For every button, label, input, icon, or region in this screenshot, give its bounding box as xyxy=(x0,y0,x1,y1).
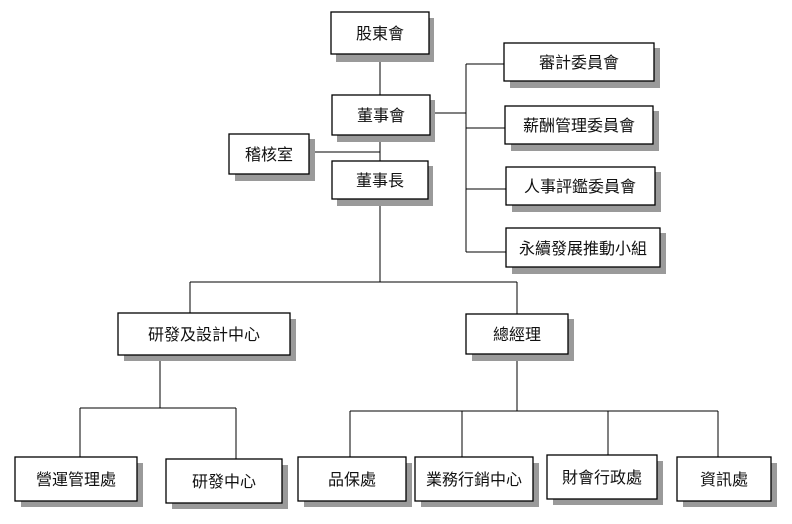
sales-marketing-center-label: 業務行銷中心 xyxy=(426,470,522,489)
rd-center-box: 研發中心 xyxy=(165,458,288,509)
audit-office-box: 稽核室 xyxy=(228,133,315,181)
board-of-directors-label: 董事會 xyxy=(357,106,405,125)
shareholders-meeting-label: 股東會 xyxy=(356,24,404,43)
board-of-directors-box: 董事會 xyxy=(331,94,435,142)
committee-label-3: 人事評鑑委員會 xyxy=(524,177,636,196)
audit-office-label: 稽核室 xyxy=(245,145,293,164)
committee-box-4: 永續發展推動小組 xyxy=(505,227,666,274)
general-manager-label: 總經理 xyxy=(493,325,541,344)
operations-management-box: 營運管理處 xyxy=(14,456,143,507)
committee-label-2: 薪酬管理委員會 xyxy=(523,116,635,135)
finance-admin-box: 財會行政處 xyxy=(546,454,663,505)
rd-design-center-box: 研發及設計中心 xyxy=(117,312,296,361)
rd-center-label: 研發中心 xyxy=(192,472,256,491)
connector-lines xyxy=(79,54,719,460)
committee-label-1: 審計委員會 xyxy=(539,53,619,72)
finance-admin-label: 財會行政處 xyxy=(562,468,642,487)
information-dept-box: 資訊處 xyxy=(676,456,777,507)
committee-box-2: 薪酬管理委員會 xyxy=(504,105,659,151)
chairman-box: 董事長 xyxy=(331,160,433,206)
quality-assurance-label: 品保處 xyxy=(328,470,376,489)
operations-management-label: 營運管理處 xyxy=(36,470,116,489)
sales-marketing-center-box: 業務行銷中心 xyxy=(414,456,539,507)
chairman-label: 董事長 xyxy=(356,171,404,190)
committee-box-1: 審計委員會 xyxy=(503,42,660,88)
committee-label-4: 永續發展推動小組 xyxy=(519,239,647,258)
rd-design-center-label: 研發及設計中心 xyxy=(148,325,260,344)
committee-box-3: 人事評鑑委員會 xyxy=(505,166,661,212)
quality-assurance-box: 品保處 xyxy=(297,456,412,507)
information-dept-label: 資訊處 xyxy=(700,470,748,489)
general-manager-box: 總經理 xyxy=(465,313,574,361)
shareholders-meeting-box: 股東會 xyxy=(330,11,434,62)
